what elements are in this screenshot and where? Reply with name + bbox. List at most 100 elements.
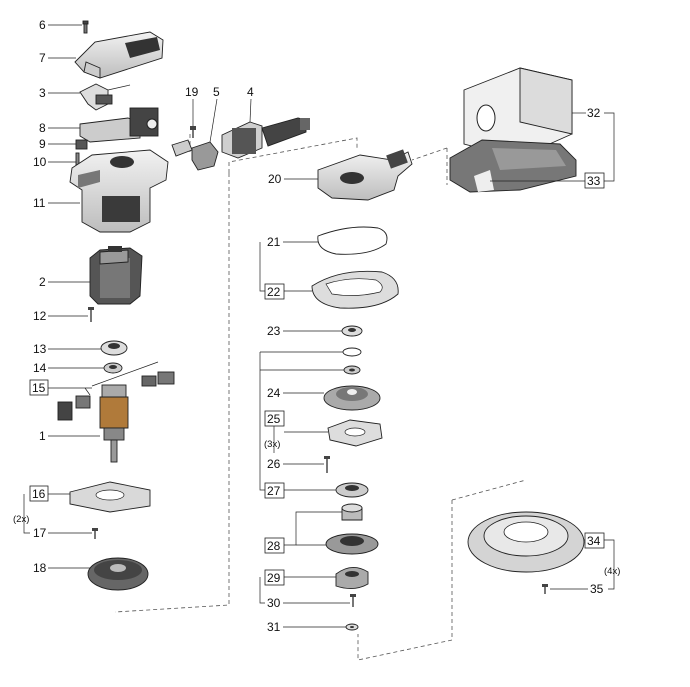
callout-12: 12 bbox=[33, 309, 88, 323]
label-11: 11 bbox=[33, 196, 46, 210]
part-20-pad-housing bbox=[317, 149, 413, 201]
callout-30: 30 bbox=[267, 596, 350, 610]
part-24-fan-wheel bbox=[323, 385, 381, 411]
part-27-bearing bbox=[335, 482, 369, 498]
part-22-skirt bbox=[311, 270, 399, 309]
callout-25: 25 bbox=[264, 410, 328, 453]
callout-20: 20 bbox=[268, 172, 318, 186]
part-10-pin bbox=[75, 152, 80, 166]
assembly-guide-lines bbox=[114, 134, 527, 661]
part-19-screw bbox=[190, 126, 196, 138]
qty-35: (4x) bbox=[604, 566, 620, 577]
label-12: 12 bbox=[33, 309, 47, 323]
callout-5: 5 bbox=[209, 85, 220, 143]
part-6-screw bbox=[82, 20, 89, 34]
part-32-dust-box bbox=[463, 67, 573, 159]
part-7-motor-cap bbox=[74, 31, 164, 79]
part-3-switch bbox=[79, 83, 131, 111]
callout-14: 14 bbox=[33, 361, 104, 375]
callout-9: 9 bbox=[39, 137, 76, 151]
label-31: 31 bbox=[267, 620, 281, 634]
label-33: 33 bbox=[587, 174, 601, 188]
part-13-bearing bbox=[100, 340, 128, 356]
label-18: 18 bbox=[33, 561, 47, 575]
callout-34: 34 bbox=[584, 532, 615, 590]
part-23a-ring bbox=[342, 347, 362, 357]
callout-21: 21 bbox=[267, 235, 318, 249]
part-26-screw bbox=[324, 456, 330, 473]
callout-8: 8 bbox=[39, 121, 80, 135]
label-30: 30 bbox=[267, 596, 281, 610]
label-26: 26 bbox=[267, 457, 281, 471]
callout-24: 24 bbox=[267, 386, 324, 400]
label-10: 10 bbox=[33, 155, 47, 169]
part-28-eccentric bbox=[325, 503, 379, 555]
callout-29: 29 bbox=[259, 569, 336, 604]
part-11-motor-housing bbox=[69, 149, 169, 233]
label-34: 34 bbox=[587, 534, 601, 548]
callout-10: 10 bbox=[33, 155, 76, 169]
part-17-screw bbox=[92, 528, 98, 539]
label-13: 13 bbox=[33, 342, 47, 356]
part-16-plate bbox=[69, 481, 151, 513]
callout-2: 2 bbox=[39, 275, 90, 289]
label-25: 25 bbox=[267, 412, 281, 426]
label-27: 27 bbox=[267, 484, 281, 498]
part-15-carbon-brushes bbox=[57, 361, 175, 421]
part-5-cable-clamp bbox=[171, 139, 219, 171]
label-35: 35 bbox=[590, 582, 604, 596]
label-20: 20 bbox=[268, 172, 282, 186]
callout-18: 18 bbox=[33, 561, 90, 575]
part-25-plate bbox=[327, 419, 383, 447]
label-14: 14 bbox=[33, 361, 47, 375]
callout-17: (2x) 17 bbox=[13, 514, 92, 540]
label-22: 22 bbox=[267, 285, 281, 299]
callout-26: (3x) 26 bbox=[264, 439, 324, 471]
label-7: 7 bbox=[39, 51, 46, 65]
label-15: 15 bbox=[32, 381, 46, 395]
label-23: 23 bbox=[267, 324, 281, 338]
callout-7: 7 bbox=[39, 51, 76, 65]
part-14-washer bbox=[103, 362, 123, 374]
callout-16: 16 bbox=[23, 485, 70, 534]
label-29: 29 bbox=[267, 571, 281, 585]
part-21-seal-ring bbox=[317, 226, 388, 255]
part-18-fan bbox=[87, 557, 149, 591]
part-23b-ring bbox=[343, 365, 361, 375]
callout-35: (4x) 35 bbox=[550, 566, 620, 596]
callout-11: 11 bbox=[33, 196, 80, 210]
callout-13: 13 bbox=[33, 342, 101, 356]
label-8: 8 bbox=[39, 121, 46, 135]
callout-6: 6 bbox=[39, 18, 82, 32]
label-28: 28 bbox=[267, 539, 281, 553]
part-35-screw bbox=[542, 584, 548, 594]
label-9: 9 bbox=[39, 137, 46, 151]
label-32: 32 bbox=[587, 106, 601, 120]
label-24: 24 bbox=[267, 386, 281, 400]
part-8-switch-slider bbox=[79, 107, 159, 143]
callout-33: 33 bbox=[490, 172, 605, 189]
callout-3: 3 bbox=[39, 86, 80, 100]
label-3: 3 bbox=[39, 86, 46, 100]
label-5: 5 bbox=[213, 85, 220, 99]
part-33-dust-container bbox=[449, 139, 577, 193]
part-34-sanding-pad bbox=[467, 511, 585, 573]
callout-32: 32 bbox=[572, 106, 615, 182]
part-4-cable-sleeve bbox=[221, 117, 310, 159]
part-9-clip bbox=[75, 139, 88, 150]
label-17: 17 bbox=[33, 526, 47, 540]
part-2-stator bbox=[89, 246, 143, 305]
part-1-armature bbox=[99, 384, 129, 463]
callout-28: 28 bbox=[264, 511, 342, 554]
part-23-bearing bbox=[341, 325, 363, 337]
part-12-screw bbox=[88, 307, 94, 322]
callout-22: 22 bbox=[259, 242, 312, 300]
label-16: 16 bbox=[32, 487, 46, 501]
qty-26: (3x) bbox=[264, 439, 280, 450]
label-6: 6 bbox=[39, 18, 46, 32]
callout-1: 1 bbox=[39, 429, 100, 443]
callout-19: 19 bbox=[185, 85, 199, 126]
part-29-counterweight bbox=[335, 567, 369, 589]
label-19: 19 bbox=[185, 85, 199, 99]
